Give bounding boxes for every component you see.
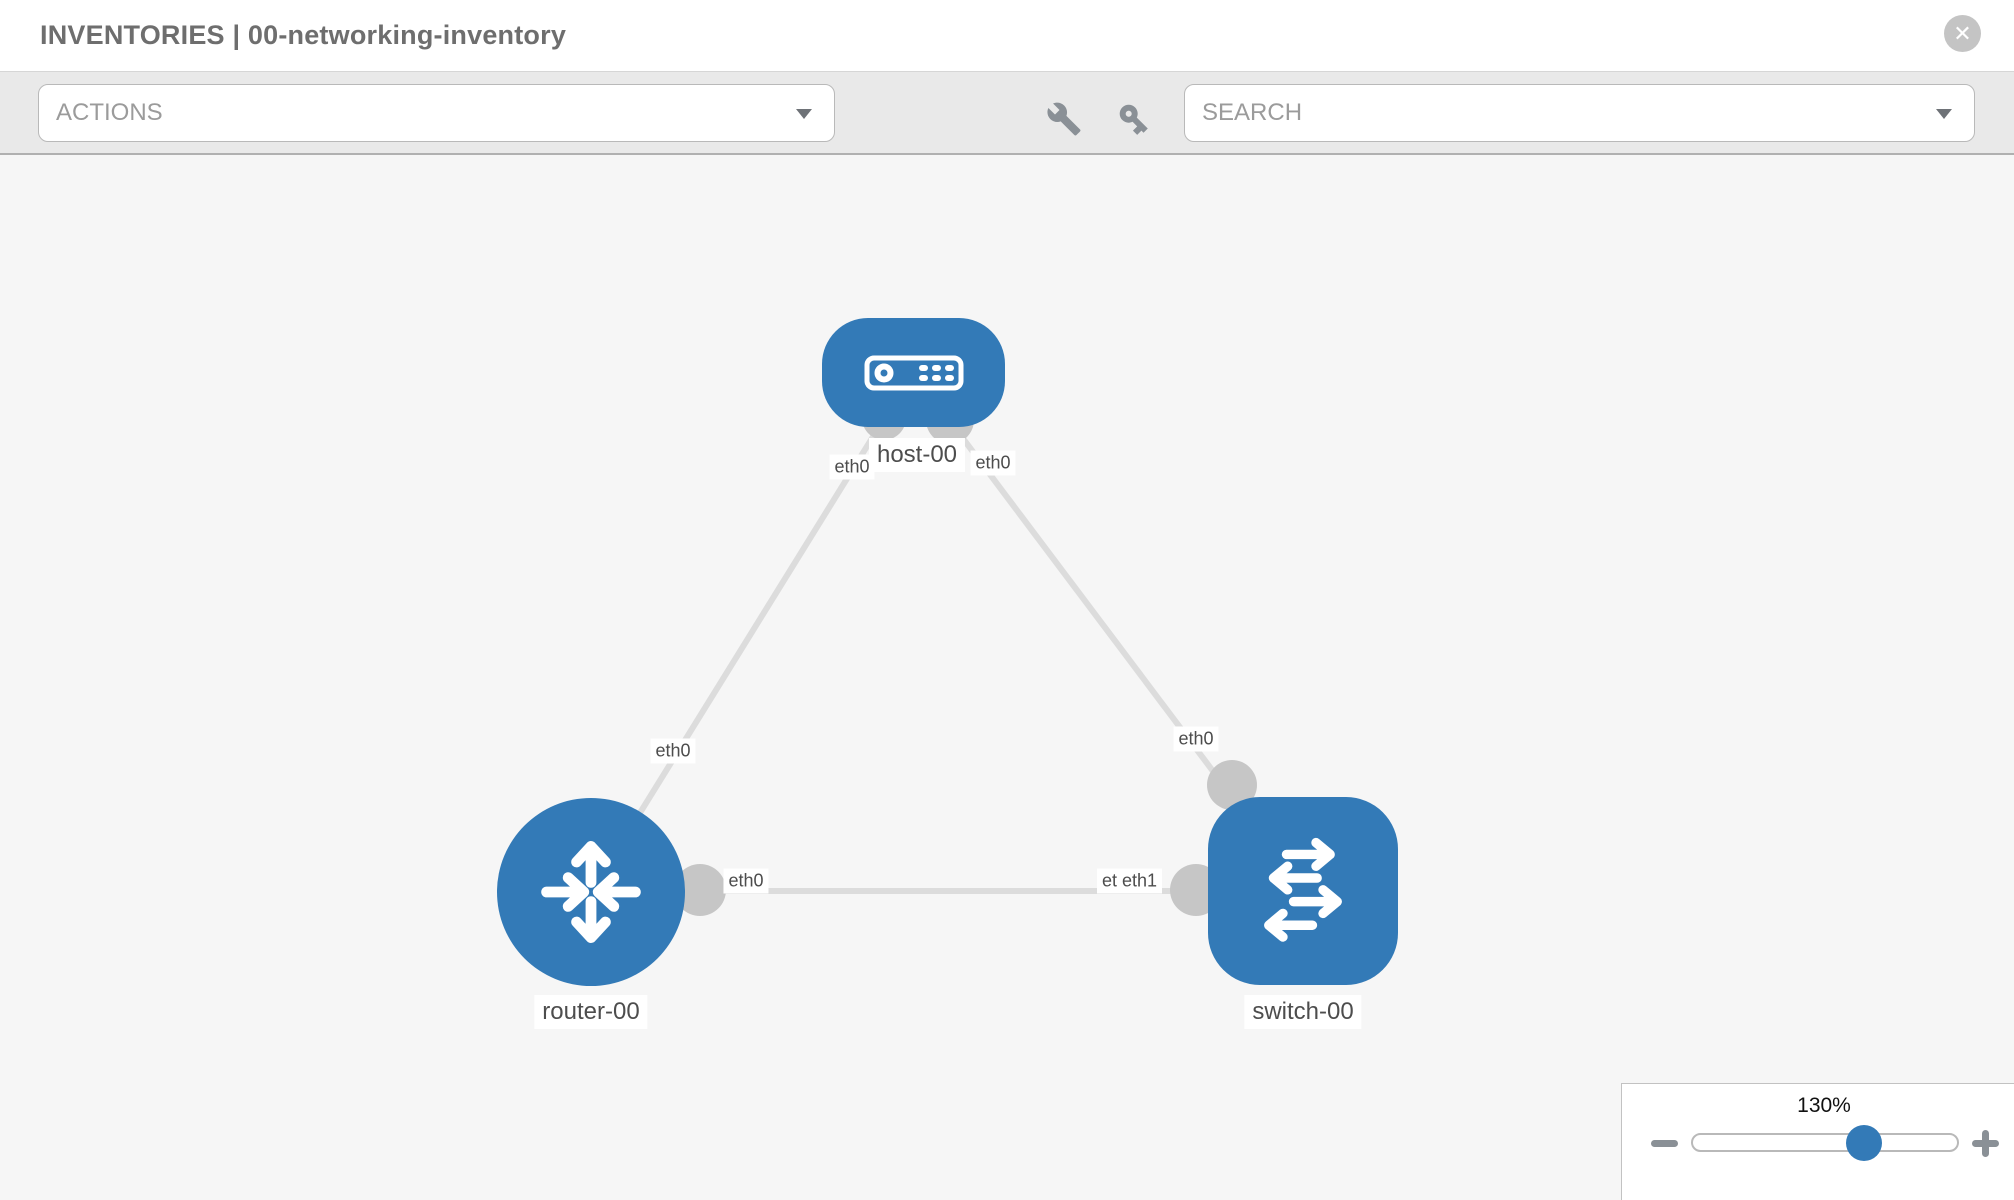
node-switch-00[interactable]	[1208, 797, 1398, 985]
chevron-down-icon	[796, 109, 812, 119]
actions-dropdown-label: ACTIONS	[56, 99, 163, 126]
label-eth-router-switch-at-router: eth0	[723, 868, 769, 894]
node-host-00[interactable]	[822, 318, 1005, 427]
switch-icon	[1264, 837, 1342, 942]
label-router-00: router-00	[534, 995, 648, 1029]
label-eth-host-router-at-router: eth0	[650, 738, 696, 764]
zoom-slider-thumb[interactable]	[1846, 1125, 1882, 1161]
host-icon	[864, 355, 963, 390]
key-icon[interactable]	[1116, 101, 1152, 137]
close-icon[interactable]: ✕	[1944, 15, 1981, 52]
label-switch-00: switch-00	[1244, 995, 1362, 1029]
zoom-out-button[interactable]	[1651, 1140, 1678, 1147]
search-dropdown-label: SEARCH	[1202, 99, 1303, 126]
zoom-panel: 130%	[1621, 1083, 2014, 1200]
zoom-level-value: 130%	[1797, 1094, 1851, 1117]
topology-canvas[interactable]: host-00 router-00 switch-00 eth0 eth0 et…	[0, 155, 2014, 1200]
port-router-eth0	[674, 864, 726, 916]
label-eth-host-switch-at-switch: eth0	[1173, 726, 1219, 752]
router-icon	[541, 841, 641, 943]
zoom-slider-track[interactable]	[1691, 1133, 1959, 1152]
wrench-icon[interactable]	[1046, 101, 1082, 137]
label-eth-router-switch-at-switch: eth1	[1117, 868, 1163, 894]
topology-links-layer	[588, 370, 1306, 916]
node-router-00[interactable]	[497, 798, 685, 986]
label-host-00: host-00	[868, 438, 966, 472]
page-title: INVENTORIES | 00-networking-inventory	[40, 20, 567, 50]
label-eth-host-router-at-host: eth0	[829, 454, 875, 480]
actions-dropdown[interactable]: ACTIONS	[38, 84, 835, 142]
label-eth-host-switch-at-host: eth0	[970, 450, 1016, 476]
chevron-down-icon	[1936, 109, 1952, 119]
toolbar: ACTIONS SEARCH	[0, 71, 2014, 155]
header-bar: INVENTORIES | 00-networking-inventory ✕	[0, 0, 2014, 71]
zoom-in-button[interactable]	[1972, 1130, 1999, 1157]
port-switch-eth0	[1207, 760, 1257, 810]
search-dropdown[interactable]: SEARCH	[1184, 84, 1975, 142]
